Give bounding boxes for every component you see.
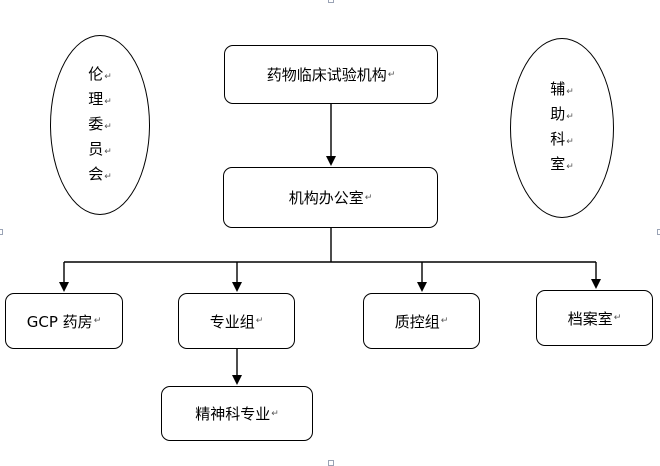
edge-handle-bottom [328,460,334,466]
ethics-committee-oval: 伦↵ 理↵ 委↵ 员↵ 会↵ [50,35,150,215]
clinical-trial-institution-box: 药物临床试验机构↵ [224,45,438,104]
edge-handle-left [0,229,3,235]
edge-handle-top [328,0,334,3]
edge-handle-right [657,229,660,235]
specialty-group-label: 专业组 [209,312,255,331]
quality-control-group-box: 质控组↵ [363,293,480,349]
archive-room-box: 档案室↵ [536,290,653,346]
psychiatry-specialty-box: 精神科专业↵ [161,386,313,441]
institution-office-label: 机构办公室 [288,189,364,207]
quality-control-group-label: 质控组 [394,312,440,331]
gcp-pharmacy-box: GCP 药房↵ [5,293,123,349]
clinical-trial-institution-label: 药物临床试验机构 [266,66,387,84]
ethics-committee-label: 伦↵ 理↵ 委↵ 员↵ 会↵ [88,64,112,183]
specialty-group-box: 专业组↵ [178,293,295,349]
auxiliary-departments-label: 辅↵ 助↵ 科↵ 室↵ [550,80,574,173]
institution-office-box: 机构办公室↵ [223,167,438,228]
archive-room-label: 档案室 [567,309,613,328]
auxiliary-departments-oval: 辅↵ 助↵ 科↵ 室↵ [510,38,614,218]
psychiatry-specialty-label: 精神科专业 [195,405,271,423]
gcp-pharmacy-label: GCP 药房 [26,312,93,331]
